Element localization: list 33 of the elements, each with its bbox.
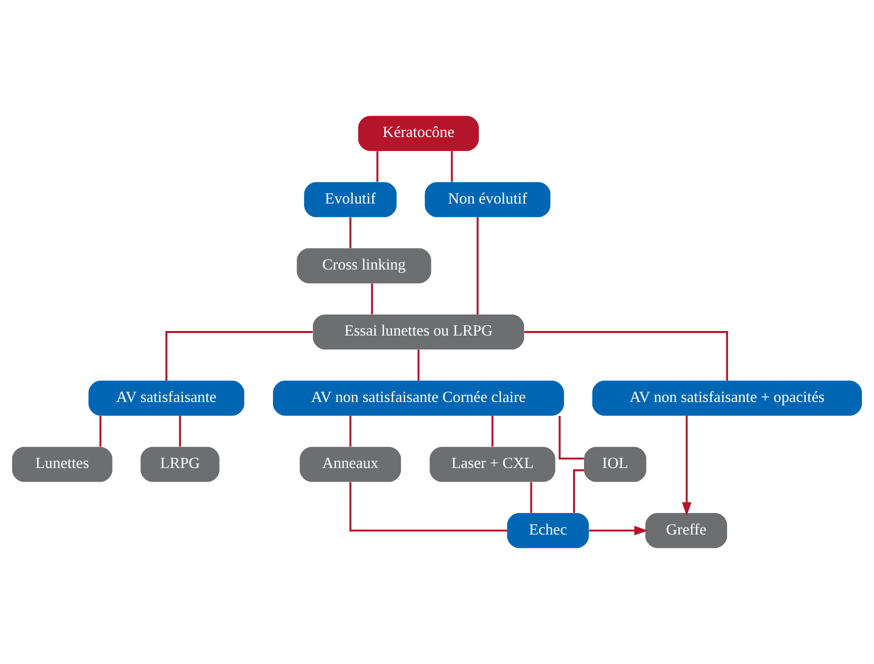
node-box: Lunettes bbox=[12, 446, 112, 482]
node-box: LRPG bbox=[140, 446, 220, 482]
connector bbox=[349, 416, 352, 447]
node-box: Evolutif bbox=[304, 182, 397, 218]
connector bbox=[492, 416, 494, 447]
connector bbox=[450, 151, 453, 182]
connector bbox=[558, 416, 584, 460]
connector bbox=[99, 416, 102, 447]
node-box: Anneaux bbox=[300, 446, 401, 482]
node-box: AV non satisfaisante Cornée claire bbox=[272, 380, 564, 416]
connector bbox=[376, 151, 378, 182]
node-box: AV satisfaisante bbox=[88, 380, 244, 416]
node-box: IOL bbox=[584, 446, 646, 482]
connector bbox=[349, 482, 508, 532]
node-box: Non évolutif bbox=[424, 182, 550, 218]
connector bbox=[476, 217, 479, 314]
node-box: Kératocône bbox=[358, 116, 479, 151]
connector bbox=[165, 331, 313, 380]
connector bbox=[524, 331, 728, 380]
arrow bbox=[589, 526, 648, 536]
connector bbox=[530, 482, 532, 513]
node-box: Echec bbox=[507, 513, 589, 548]
connector bbox=[418, 350, 420, 380]
connector bbox=[179, 416, 181, 447]
arrow bbox=[682, 416, 692, 516]
connector bbox=[573, 469, 584, 513]
node-box: Essai lunettes ou LRPG bbox=[312, 314, 524, 350]
node-box: Greffe bbox=[645, 513, 728, 548]
node-box: Laser + CXL bbox=[430, 446, 556, 482]
connector bbox=[371, 284, 373, 314]
node-box: Cross linking bbox=[296, 248, 432, 284]
node-box: AV non satisfaisante + opacités bbox=[592, 380, 862, 416]
connector bbox=[349, 217, 352, 248]
